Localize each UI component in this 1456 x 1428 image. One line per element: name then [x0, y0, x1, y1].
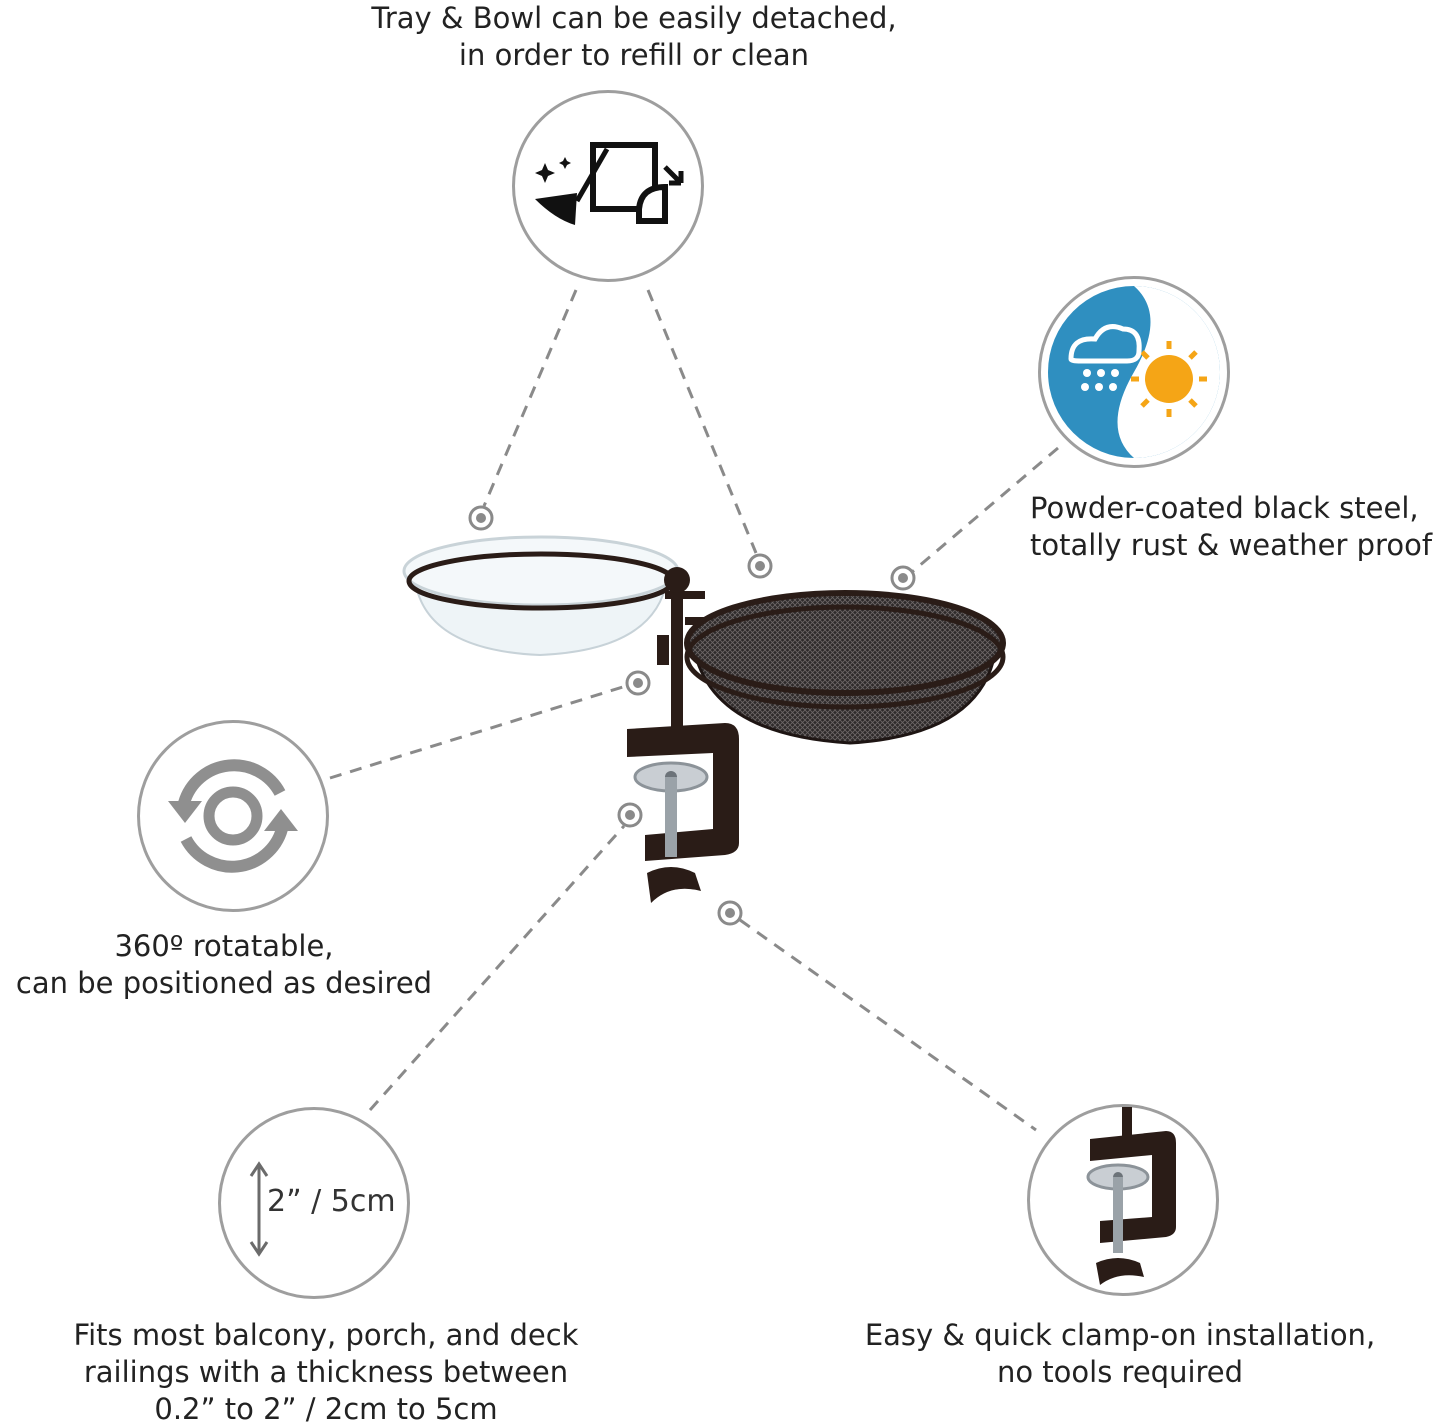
clamp-feature-circle [1027, 1104, 1219, 1296]
caption-thickness-line1: Fits most balcony, porch, and deck [73, 1318, 579, 1352]
caption-rotate: 360º rotatable, can be positioned as des… [0, 928, 448, 1002]
caption-detach-line1: Tray & Bowl can be easily detached, [371, 1, 897, 35]
mesh-tray [684, 590, 1006, 745]
caption-rotate-line2: can be positioned as desired [15, 966, 433, 1000]
caption-thickness-line3: 0.2” to 2” / 2cm to 5cm [154, 1392, 498, 1426]
caption-clamp: Easy & quick clamp-on installation, no t… [830, 1317, 1410, 1391]
caption-detach: Tray & Bowl can be easily detached, in o… [334, 0, 934, 74]
connector-detach-left [482, 289, 578, 507]
rain-sun-icon [1048, 286, 1220, 458]
bowl-arm [665, 591, 705, 599]
clamp [627, 723, 739, 903]
connector-weather [911, 446, 1059, 574]
caption-rotate-line1: 360º rotatable, [114, 929, 334, 963]
vertical-arrow-icon [249, 1161, 269, 1257]
support-post [671, 585, 683, 745]
caption-detach-line2: in order to refill or clean [458, 38, 810, 72]
caption-weather-line1: Powder-coated black steel, [1030, 491, 1419, 525]
caption-weather-line2: totally rust & weather proof [1030, 528, 1433, 562]
caption-weather: Powder-coated black steel, totally rust … [1030, 490, 1454, 564]
connector-thickness [368, 825, 626, 1111]
detach-clean-icon [535, 142, 684, 225]
connector-detach-right [646, 289, 758, 554]
detach-feature-circle [512, 90, 704, 282]
weather-feature-circle [1038, 276, 1230, 468]
connector-rotate [329, 684, 627, 780]
product-image [402, 535, 1006, 903]
clear-bowl [402, 535, 680, 657]
caption-thickness: Fits most balcony, porch, and deck raili… [40, 1317, 612, 1428]
thickness-measure-label: 2” / 5cm [267, 1184, 396, 1219]
caption-clamp-line1: Easy & quick clamp-on installation, [864, 1318, 1376, 1352]
connector-clamp [739, 918, 1037, 1132]
post-knob [664, 567, 690, 593]
clamp-icon [1086, 1107, 1176, 1285]
caption-clamp-line2: no tools required [996, 1355, 1244, 1389]
thickness-feature-circle: 2” / 5cm [218, 1107, 410, 1299]
rotate-feature-circle [137, 720, 329, 912]
rotate-icon [168, 759, 298, 873]
caption-thickness-line2: railings with a thickness between [83, 1355, 569, 1389]
marker-dots [468, 505, 916, 926]
